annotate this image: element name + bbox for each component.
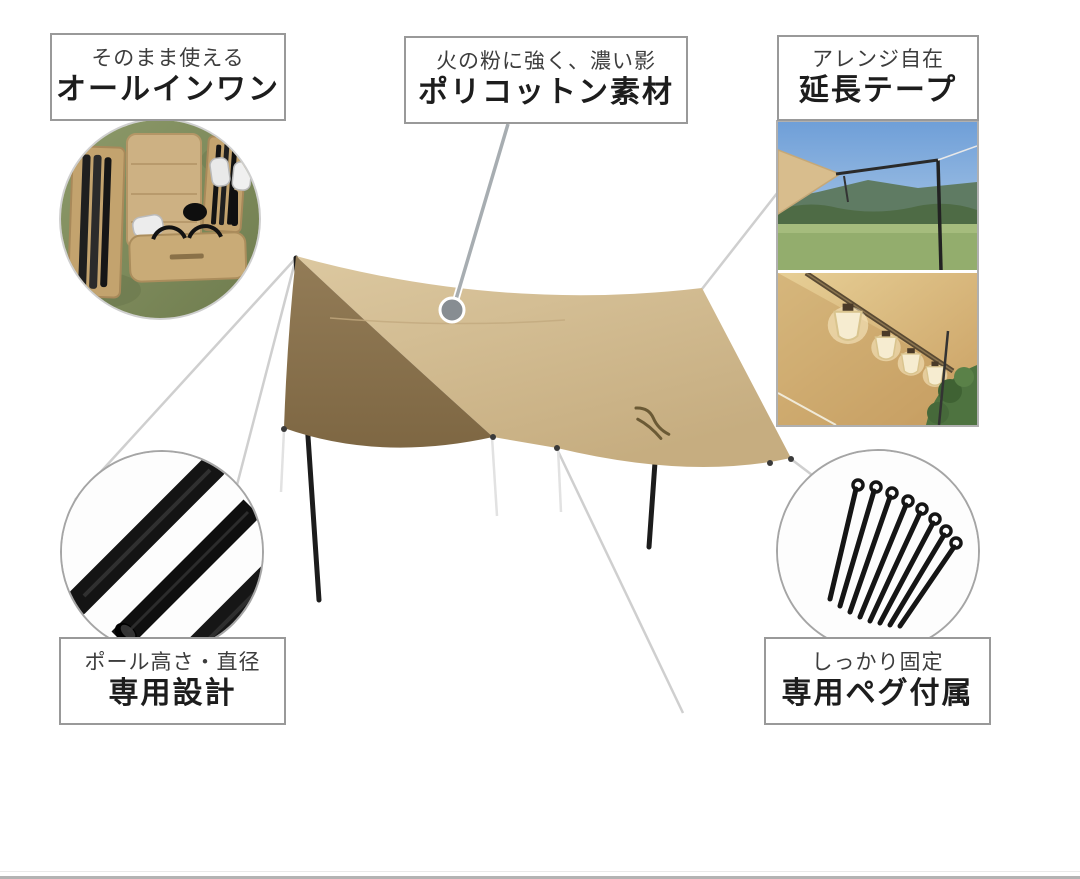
package-contents-photo xyxy=(59,118,261,320)
feature-box-all-in-one: そのまま使える オールインワン xyxy=(50,33,286,121)
callout-anchor-dot xyxy=(438,296,466,324)
photo-divider xyxy=(778,270,977,273)
pole-closeup-illustration xyxy=(62,452,262,652)
feature-box-extension-tape: アレンジ自在 延長テープ xyxy=(777,35,979,121)
page-bottom-edge xyxy=(0,876,1080,879)
peg-set xyxy=(827,478,963,629)
feature-box-polycotton: 火の粉に強く、濃い影 ポリコットン素材 xyxy=(404,36,688,124)
tarp-crease xyxy=(329,317,566,325)
feature-title: 専用ペグ付属 xyxy=(781,677,974,711)
extension-tape-outdoor-photo xyxy=(778,122,977,270)
tarp-canopy xyxy=(296,256,791,467)
feature-title: オールインワン xyxy=(56,73,280,107)
corner-ties xyxy=(281,426,794,466)
pole-closeup-photo xyxy=(60,450,264,654)
package-contents-illustration xyxy=(61,120,259,318)
extension-tape-photos xyxy=(776,120,979,427)
page-bottom-hairline xyxy=(0,871,1080,872)
brand-logo xyxy=(634,406,671,440)
feature-subtitle: ポール高さ・直径 xyxy=(84,650,261,674)
feature-title: ポリコットン素材 xyxy=(418,76,674,110)
lanterns xyxy=(827,303,948,387)
feature-subtitle: しっかり固定 xyxy=(811,650,944,674)
feature-title: 延長テープ xyxy=(798,74,958,108)
tarp-poles xyxy=(293,255,660,603)
feature-subtitle: そのまま使える xyxy=(91,46,245,70)
feature-box-pegs-included: しっかり固定 専用ペグ付属 xyxy=(764,637,991,725)
feature-title: 専用設計 xyxy=(108,677,237,711)
peg-closeup-illustration xyxy=(778,451,978,651)
rope-spool xyxy=(183,203,207,221)
peg-closeup-photo xyxy=(776,449,980,653)
lanterns-under-tarp-photo xyxy=(778,273,977,425)
feature-box-pole-design: ポール高さ・直径 専用設計 xyxy=(59,637,286,725)
feature-subtitle: 火の粉に強く、濃い影 xyxy=(436,49,656,73)
pole-bag xyxy=(66,145,126,299)
tarp-shadow-face xyxy=(284,256,493,448)
strap xyxy=(231,190,238,226)
feature-subtitle: アレンジ自在 xyxy=(812,47,944,71)
